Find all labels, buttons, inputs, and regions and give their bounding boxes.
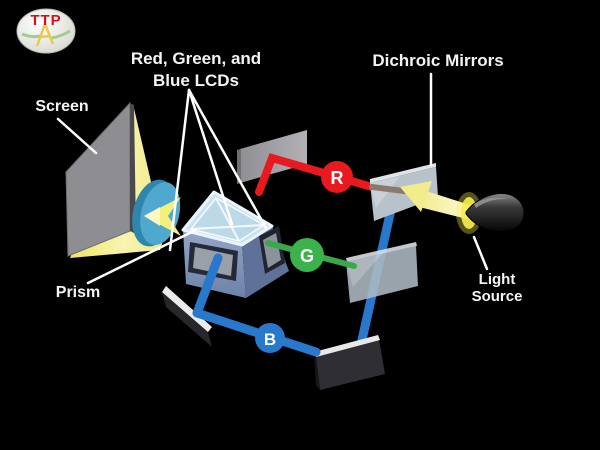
fold-mirror-top-edge <box>237 149 241 184</box>
label-screen: Screen <box>35 98 88 115</box>
label-light-source-line2: Source <box>472 288 523 305</box>
fold-mirror-left <box>162 286 212 347</box>
screen-edge <box>130 103 136 234</box>
green-badge: G <box>290 238 324 272</box>
logo-leaf-left <box>21 32 41 39</box>
red-badge: R <box>321 161 353 193</box>
label-pointer-lcd-2 <box>187 88 234 226</box>
fold-mirror-right <box>314 335 385 390</box>
light-source-highlight <box>474 197 508 208</box>
label-light-source-line1: Light <box>479 271 516 288</box>
logo-tower <box>35 23 55 47</box>
light-beam-shaft <box>419 190 471 220</box>
label-pointer-screen <box>56 117 98 155</box>
label-pointer-lcd-3 <box>187 88 268 230</box>
label-prism: Prism <box>56 284 100 301</box>
label-lcds-line1: Red, Green, and <box>131 49 261 68</box>
green-badge-letter: G <box>300 246 314 266</box>
label-pointer-prism <box>86 228 198 285</box>
label-dichroic-mirrors: Dichroic Mirrors <box>372 51 503 70</box>
red-badge-letter: R <box>331 168 344 188</box>
label-pointer-lcd-1 <box>168 88 191 252</box>
blue-badge: B <box>255 323 285 353</box>
lens-beam-wedge-tip <box>144 207 160 226</box>
label-pointer-light-source <box>472 235 489 271</box>
dichroic-mirror-2 <box>346 242 418 303</box>
logo-text: TTP <box>30 12 61 29</box>
screen-panel <box>65 101 131 257</box>
blue-badge-letter: B <box>264 330 276 349</box>
logo-background <box>16 8 76 54</box>
label-lcds-line2: Blue LCDs <box>153 71 239 90</box>
prism-x-line-2 <box>215 197 240 242</box>
logo: TTP <box>16 8 76 54</box>
light-beam-arrowhead <box>400 181 432 212</box>
red-beam <box>255 153 376 196</box>
logo-leaf-right <box>51 29 71 40</box>
prism-x-line-1 <box>190 224 265 230</box>
red-beam-through-mirror <box>369 184 407 194</box>
